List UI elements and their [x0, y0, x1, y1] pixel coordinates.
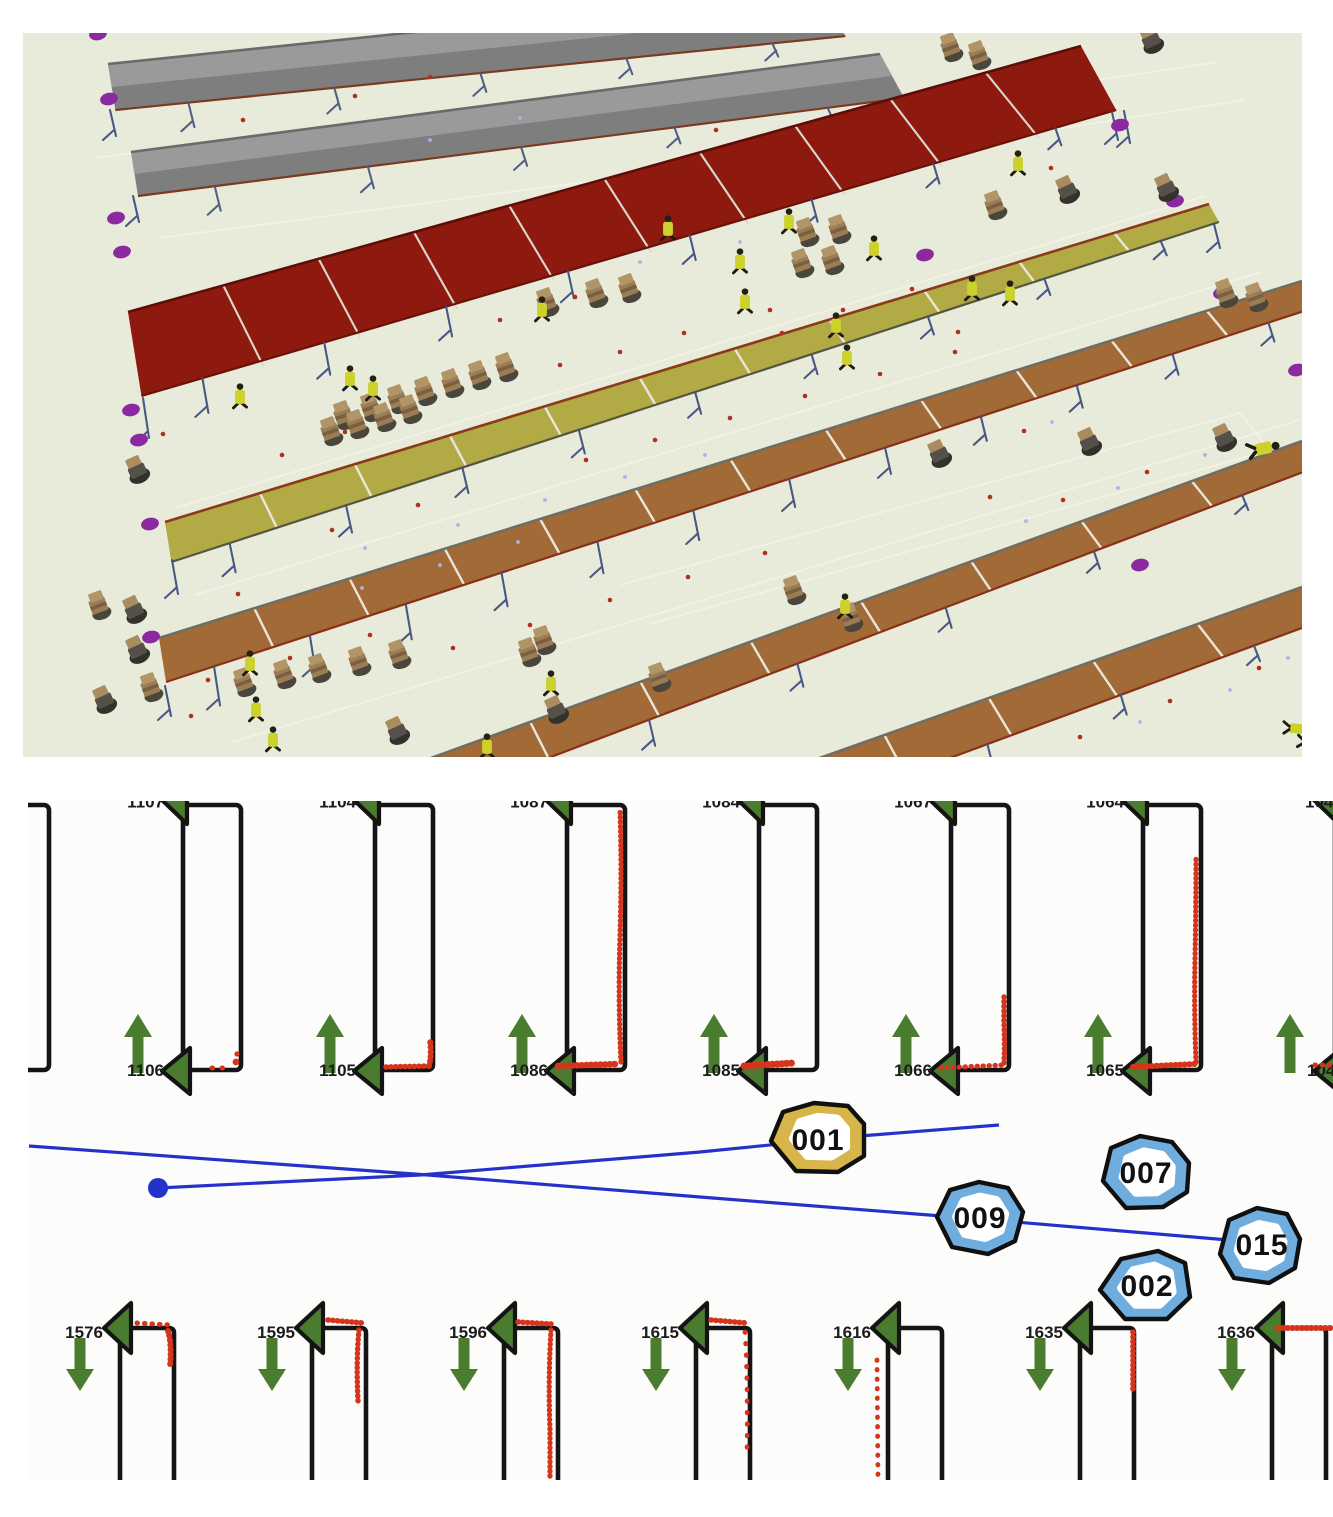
svg-text:1106: 1106: [127, 1061, 164, 1080]
svg-text:1636: 1636: [1217, 1323, 1255, 1342]
svg-text:1067: 1067: [894, 801, 932, 812]
svg-text:1066: 1066: [894, 1061, 932, 1080]
svg-text:1064: 1064: [1086, 801, 1124, 812]
svg-text:1635: 1635: [1025, 1323, 1063, 1342]
svg-text:1086: 1086: [510, 1061, 548, 1080]
svg-text:1087: 1087: [510, 801, 548, 812]
svg-text:1065: 1065: [1086, 1061, 1124, 1080]
svg-text:1616: 1616: [833, 1323, 871, 1342]
svg-text:1105: 1105: [319, 1061, 356, 1080]
svg-text:1085: 1085: [702, 1061, 740, 1080]
svg-text:007: 007: [1119, 1157, 1172, 1190]
svg-text:1084: 1084: [702, 801, 740, 812]
svg-text:1615: 1615: [641, 1323, 679, 1342]
svg-text:1107: 1107: [127, 801, 164, 812]
svg-text:1047: 1047: [1305, 801, 1333, 812]
svg-text:1576: 1576: [65, 1323, 103, 1342]
svg-text:009: 009: [953, 1202, 1006, 1235]
svg-text:001: 001: [791, 1124, 844, 1157]
svg-text:015: 015: [1235, 1229, 1288, 1262]
svg-text:1104: 1104: [319, 801, 356, 812]
svg-text:1596: 1596: [449, 1323, 487, 1342]
svg-text:002: 002: [1120, 1270, 1173, 1303]
svg-text:1595: 1595: [257, 1323, 295, 1342]
